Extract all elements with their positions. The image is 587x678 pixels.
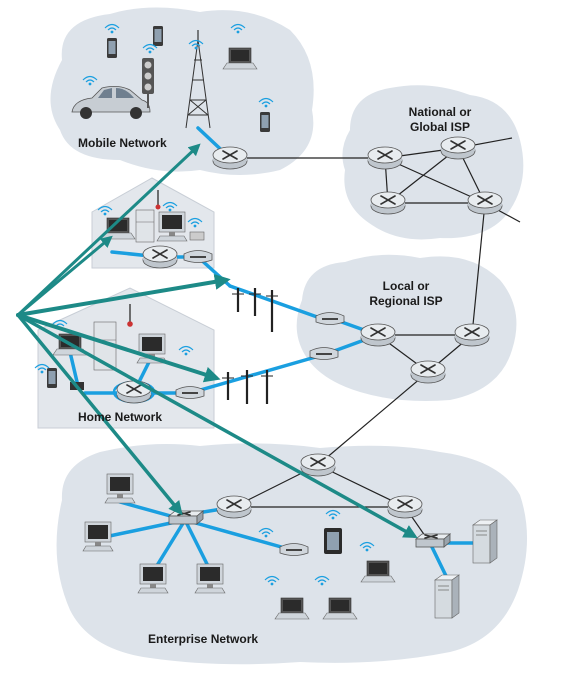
- access-links: [68, 126, 476, 582]
- thermometer-icon-lower: [127, 304, 133, 327]
- enterprise-tablet-icon: [324, 528, 342, 554]
- cell-tower-icon: [185, 30, 211, 129]
- phone-icon-2: [153, 26, 163, 46]
- router-national-c: [370, 191, 406, 215]
- home-console-upper: [189, 231, 205, 241]
- local-isp-cloud: [296, 254, 517, 401]
- router-mobile: [212, 146, 248, 170]
- home-network-label: Home Network: [78, 410, 162, 424]
- enterprise-switch-left: [168, 510, 204, 525]
- enterprise-desktop-1: [104, 473, 136, 504]
- enterprise-desktop-3: [137, 563, 169, 594]
- traffic-light-icon: [142, 58, 154, 108]
- home-desktop-upper: [156, 211, 188, 242]
- router-enterprise-left: [216, 495, 252, 519]
- router-local-c: [410, 360, 446, 384]
- enterprise-desktop-2: [82, 521, 114, 552]
- router-national-b: [440, 136, 476, 160]
- server-icon-2: [434, 574, 460, 619]
- home-phone-lower: [47, 368, 57, 388]
- mobile-network-label: Mobile Network: [78, 136, 167, 150]
- utility-poles-upper: [232, 288, 278, 332]
- router-enterprise-top: [300, 453, 336, 477]
- home-modem-upper: [183, 250, 213, 263]
- refrigerator-icon-upper: [135, 209, 155, 243]
- thermometer-icon-upper: [155, 190, 161, 210]
- phone-icon-1: [107, 38, 117, 58]
- router-home-lower: [112, 380, 156, 404]
- enterprise-access-point: [279, 543, 309, 556]
- local-isp-label-line2: Regional ISP: [369, 294, 442, 308]
- router-home-upper: [142, 245, 178, 269]
- server-icon-1: [472, 519, 498, 564]
- router-national-a: [367, 146, 403, 170]
- router-local-b: [454, 323, 490, 347]
- phone-icon-3: [260, 112, 270, 132]
- national-isp-label-line1: National or: [409, 105, 472, 119]
- home-modem-lower: [175, 386, 205, 399]
- local-isp-label-line1: Local or: [383, 279, 430, 293]
- enterprise-network-label: Enterprise Network: [148, 632, 258, 646]
- router-local-a: [360, 323, 396, 347]
- national-isp-label-line2: Global ISP: [410, 120, 470, 134]
- enterprise-desktop-4: [194, 563, 226, 594]
- isp-modem-lower: [309, 347, 339, 360]
- utility-poles-lower: [222, 370, 273, 404]
- pointer-arrows: [16, 143, 418, 539]
- isp-modem-upper: [315, 312, 345, 325]
- enterprise-switch-right: [415, 533, 451, 548]
- router-national-d: [467, 191, 503, 215]
- router-enterprise-right: [387, 495, 423, 519]
